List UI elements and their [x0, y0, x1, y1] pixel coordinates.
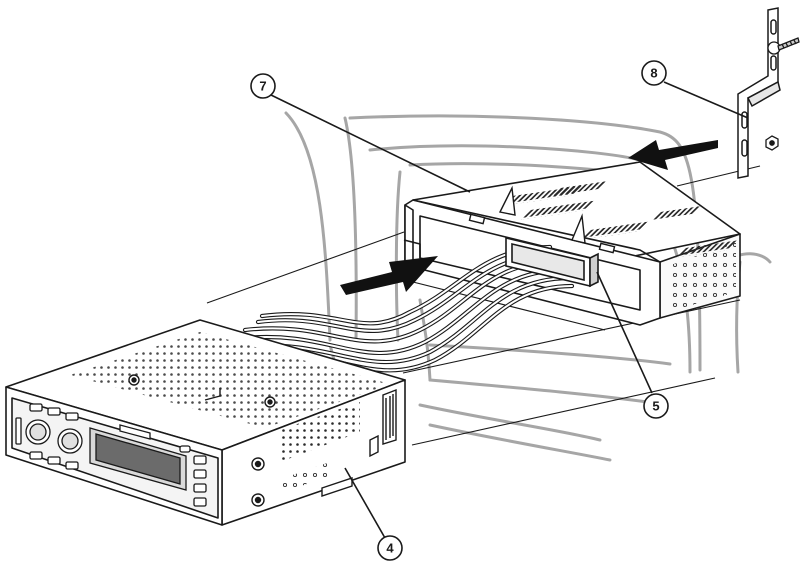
callout-8: 8: [641, 60, 667, 86]
callout-5-label: 5: [652, 399, 659, 414]
callout-8-label: 8: [650, 66, 657, 81]
callout-leaders: [270, 81, 749, 539]
sleeve-tabs: [468, 185, 616, 254]
callout-4-label: 4: [386, 541, 394, 556]
harness-connector: [505, 236, 599, 288]
callout-7-label: 7: [259, 79, 266, 94]
strap-bolt: [767, 37, 800, 55]
insert-arrow-left: [628, 140, 718, 170]
insert-arrow-right: [340, 256, 438, 295]
radio-side-details: [251, 388, 397, 507]
radio-top-vents: [70, 332, 390, 428]
strap-nut: [765, 135, 779, 151]
rear-support-strap: [737, 7, 781, 179]
radio-top-screws: [128, 374, 276, 408]
sleeve-side-holes: [668, 242, 736, 312]
radio-side-vents: [278, 402, 360, 494]
callout-7: 7: [250, 73, 276, 99]
radio-front-controls: [15, 403, 207, 507]
callout-4: 4: [377, 535, 403, 561]
sleeve-top-vents: [501, 181, 739, 258]
callout-5: 5: [643, 393, 669, 419]
